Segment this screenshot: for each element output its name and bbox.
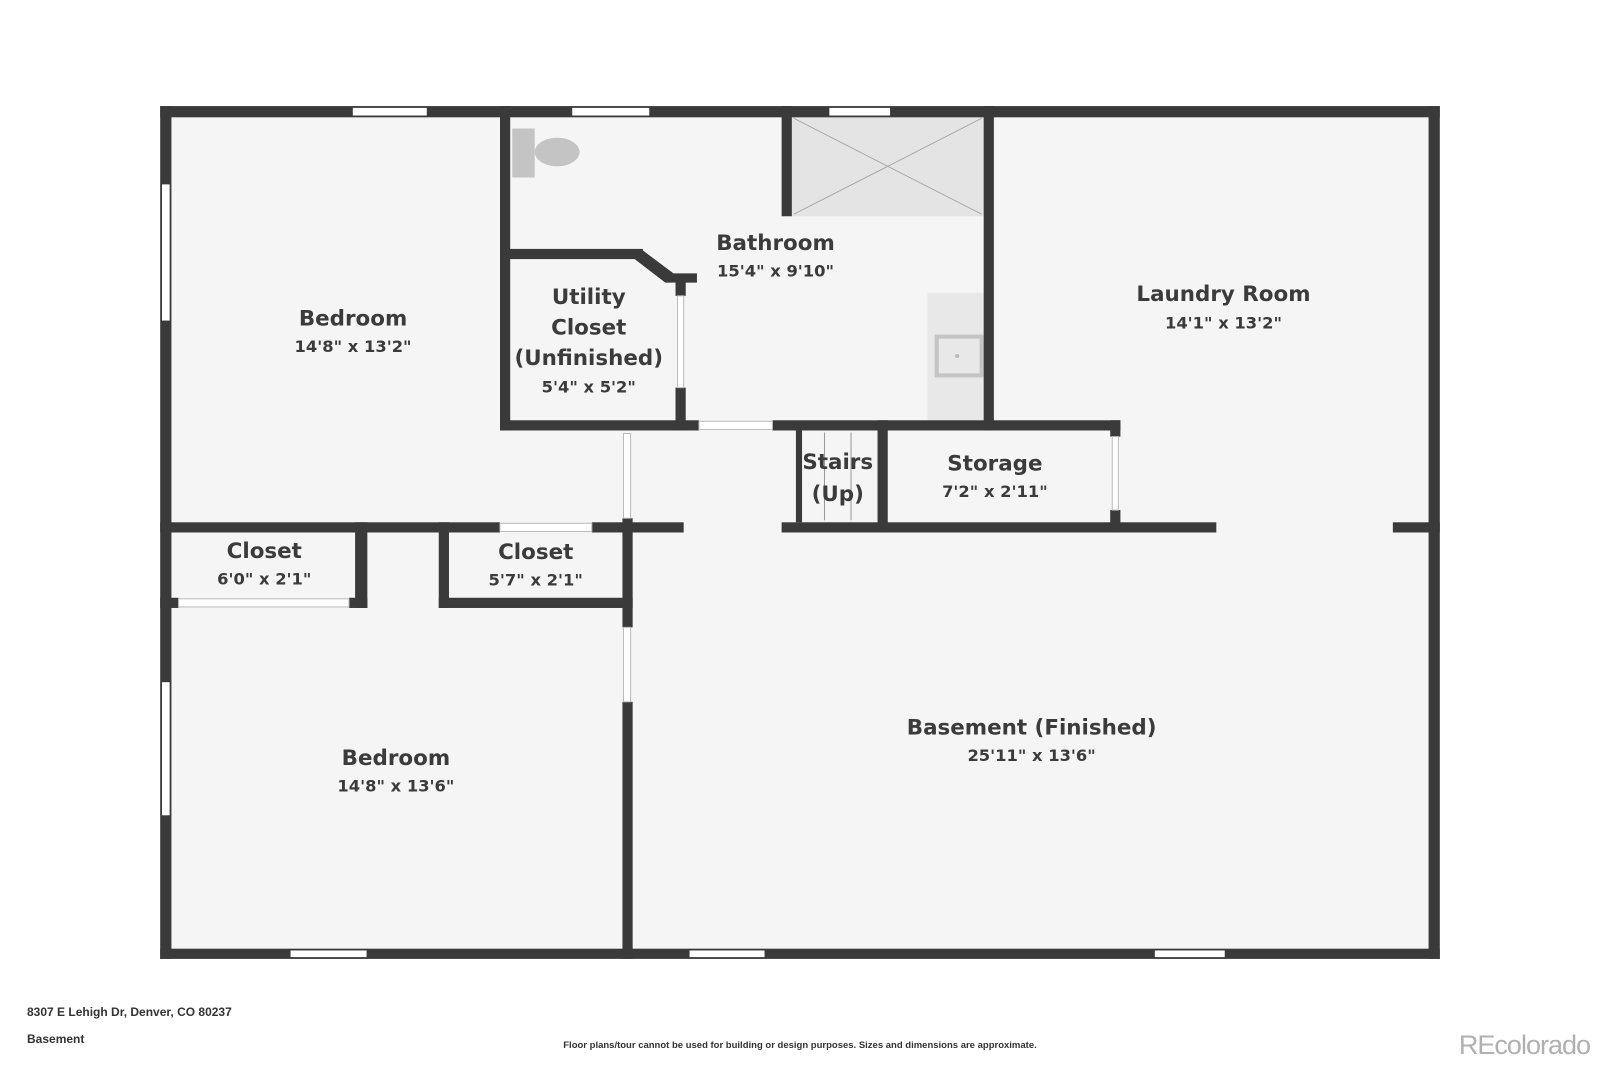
- room-name: Bedroom: [342, 746, 450, 771]
- windows: [160, 106, 1227, 959]
- room-name: Utility: [552, 285, 626, 310]
- room-name: Bedroom: [299, 306, 407, 331]
- room-dimensions: 6'0" x 2'1": [217, 570, 311, 589]
- doorways: [178, 295, 1119, 703]
- room-dimensions: 14'8" x 13'2": [295, 337, 412, 356]
- room-name: Closet: [227, 539, 302, 564]
- room-dimensions: 7'2" x 2'11": [942, 482, 1048, 501]
- room-name: Laundry Room: [1136, 282, 1310, 307]
- room-dimensions: 5'7" x 2'1": [489, 571, 583, 590]
- room-name: Closet: [498, 540, 573, 565]
- walls: [160, 106, 1440, 959]
- stair-lines: [823, 432, 852, 521]
- room-name: Closet: [551, 316, 626, 341]
- room-name: Storage: [947, 451, 1042, 476]
- room-dimensions: 14'1" x 13'2": [1165, 313, 1282, 332]
- recolorado-logo: REcolorado: [1458, 1030, 1591, 1060]
- address: 8307 E Lehigh Dr, Denver, CO 80237: [27, 1005, 232, 1019]
- floor-level: Basement: [27, 1032, 85, 1046]
- room-name: Bathroom: [716, 231, 835, 256]
- room-name: Basement (Finished): [907, 715, 1157, 740]
- room-name: (Unfinished): [515, 346, 663, 371]
- room-name: (Up): [812, 482, 864, 507]
- sink-icon: [927, 292, 984, 421]
- toilet-icon: [512, 128, 580, 178]
- shower-icon: [791, 116, 984, 217]
- room-dimensions: 5'4" x 5'2": [542, 378, 636, 397]
- room-dimensions: 15'4" x 9'10": [717, 261, 834, 280]
- disclaimer: Floor plans/tour cannot be used for buil…: [563, 1040, 1037, 1051]
- room-name: Stairs: [802, 450, 873, 475]
- room-dimensions: 14'8" x 13'6": [337, 777, 454, 796]
- room-dimensions: 25'11" x 13'6": [967, 746, 1095, 765]
